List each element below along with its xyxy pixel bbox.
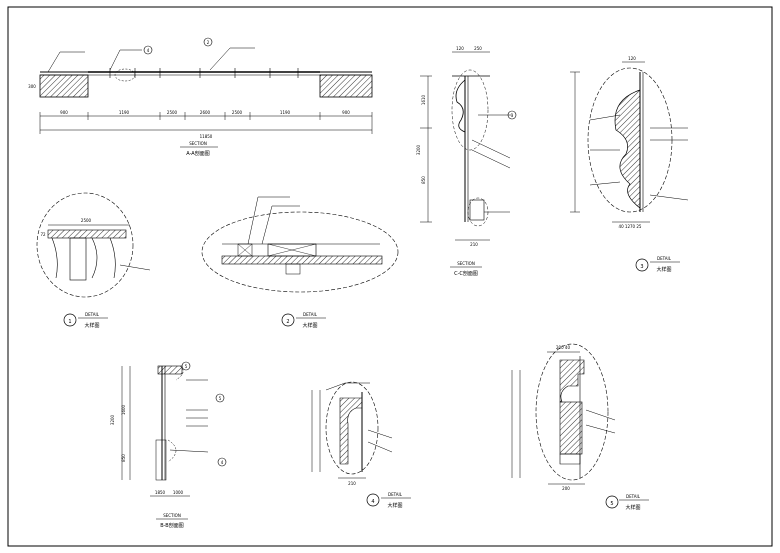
callout-marker [143,45,153,55]
dim-label: 1600 [121,404,126,415]
dim-label: 3200 [416,144,421,155]
detail-title: 大样图 [387,502,402,509]
dim-label: 120 [628,56,636,61]
dim-label: 1850 [155,490,166,495]
dim-label: 3200 [110,414,115,425]
detail-tag: DETAIL [85,312,100,317]
callout-label: 2 [207,40,210,45]
section-title: C-C剖面图 [454,270,478,277]
dim-label: 2500 [81,218,92,223]
detail-number: 3 [640,264,643,270]
callout-label: 4 [147,48,150,53]
detail-5: 200 40 200 5 DETAIL 大样图 [511,343,649,511]
detail-number-circle [63,313,77,327]
dim-label: 900 [60,110,68,115]
callout-label: 3 [511,113,514,118]
dim-label: 210 [348,481,356,486]
detail-number: 1 [68,319,71,325]
detail-3: 120 40 1270 25 3 DETAIL 大样图 [570,56,689,273]
detail-number-circle [605,495,619,509]
detail-number-circle [366,493,380,507]
dim-label: 850 [121,454,126,462]
detail-number: 2 [286,319,289,325]
section-title: A-A剖面图 [186,150,209,157]
dim-label: 2500 [232,110,243,115]
dim-label: 72 [40,232,46,237]
dim-label: 40 1270 25 [619,224,642,229]
wall-left [39,74,89,98]
callout-marker [507,110,517,120]
detail-tag: DETAIL [626,494,641,499]
section-title: B-B剖面图 [160,522,184,529]
dim-label: 850 [421,176,426,184]
detail-number: 4 [371,499,374,505]
dim-label: 900 [342,110,350,115]
dim-label: 2500 [167,110,178,115]
dim-label: 210 [470,242,478,247]
section-tag: SECTION [457,261,475,266]
callout-marker [215,393,225,403]
detail-tag: DETAIL [303,312,318,317]
wall-right [319,74,373,98]
sheet-border [7,6,773,547]
detail-number-circle [281,313,295,327]
dim-label: 1190 [119,110,130,115]
section-tag: SECTION [163,513,181,518]
detail-number: 5 [610,501,613,507]
callout-label: 4 [221,460,224,465]
callout-marker [181,361,191,371]
callout-label: 5 [219,396,222,401]
section-aa: 4 2 900 1190 2500 2600 2500 1190 900 118… [28,37,373,157]
dim-label: 1610 [421,94,426,105]
dim-label: 250 [474,46,482,51]
detail-title: 大样图 [656,266,671,273]
detail-bubble [114,68,136,82]
section-tag: SECTION [189,141,207,146]
section-bb: 3200 1600 850 1850 1000 5 5 4 SECTION B-… [110,361,227,529]
dim-label: 300 [28,84,36,89]
detail-2: 2 DETAIL 大样图 [201,196,399,329]
detail-title: 大样图 [625,504,640,511]
detail-4: 210 4 DETAIL 大样图 [311,381,411,509]
dim-label: 120 [456,46,464,51]
section-cc: 3200 1610 850 120 250 210 3 SECTION C-C剖… [416,46,517,277]
dim-label: 200 [562,486,570,491]
dim-label: 2600 [200,110,211,115]
dim-label: 200 40 [556,345,570,350]
dim-total: 11850 [200,134,213,139]
detail-number-circle [635,258,649,272]
dim-label: 1190 [280,110,291,115]
detail-tag: DETAIL [388,492,403,497]
callout-marker [203,37,213,47]
callout-label: 5 [185,364,188,369]
detail-tag: DETAIL [657,256,672,261]
detail-title: 大样图 [84,322,99,329]
detail-1: 2500 72 1 DETAIL 大样图 [36,192,151,329]
callout-marker [217,457,227,467]
dim-label: 1000 [173,490,184,495]
detail-title: 大样图 [302,322,317,329]
